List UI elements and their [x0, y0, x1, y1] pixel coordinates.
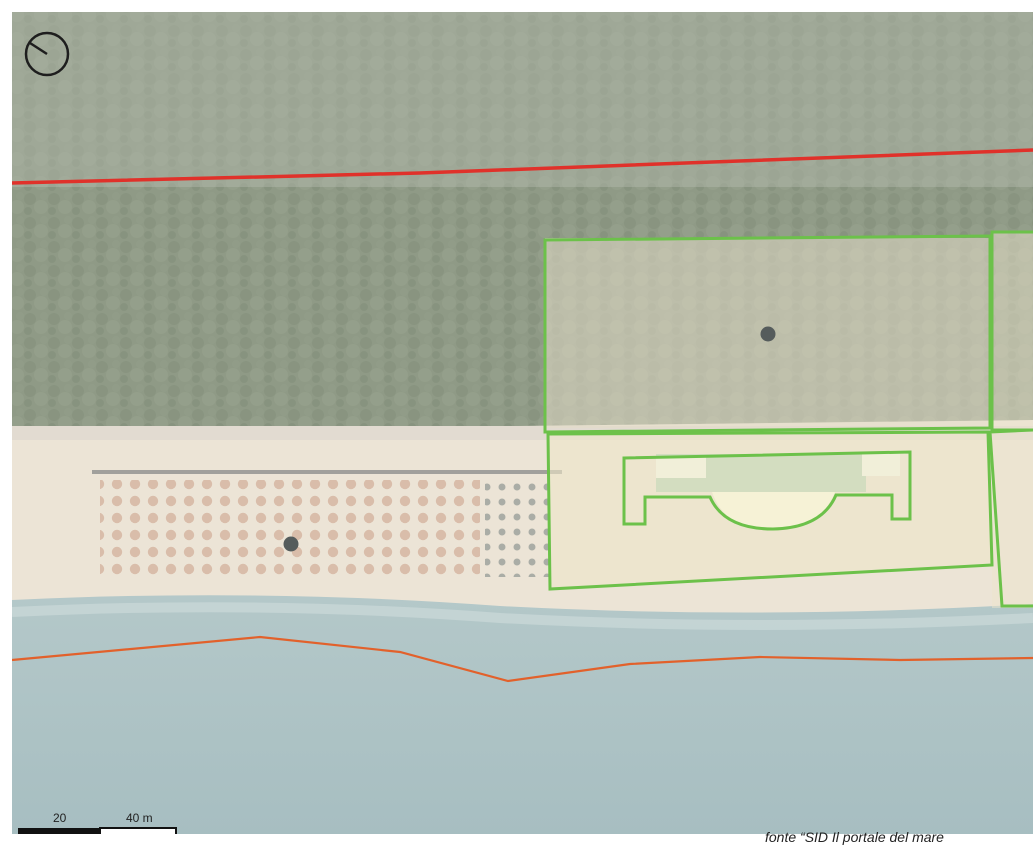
facility-building-right [862, 452, 900, 476]
boundary-line-red [11, 148, 1033, 185]
facility-terrace [712, 492, 835, 530]
scale-label-20: 20 [53, 811, 67, 825]
facility-building-left [656, 456, 706, 478]
boardwalk [92, 470, 562, 474]
scale-label-40m: 40 m [126, 811, 153, 825]
point-marker-beach[interactable] [283, 536, 299, 552]
forest-haze [12, 12, 1033, 187]
compass-icon [24, 31, 70, 77]
left-margin [0, 0, 12, 845]
concession-outline-parking [543, 234, 992, 434]
umbrellas-peach-area [100, 480, 480, 580]
source-credit: fonte “SID Il portale del mare [765, 829, 944, 845]
shoreline-line-orange [11, 635, 1033, 683]
surf-line [11, 602, 1033, 630]
top-margin [0, 0, 1033, 12]
concession-outline-right-bottom [988, 428, 1033, 608]
sea-area [12, 595, 1033, 834]
concession-outline-beach [546, 430, 994, 591]
bottom-margin [0, 834, 1033, 845]
point-marker-parking[interactable] [760, 326, 776, 342]
umbrellas-grey-area [485, 482, 550, 577]
concession-outline-facility [622, 450, 912, 531]
